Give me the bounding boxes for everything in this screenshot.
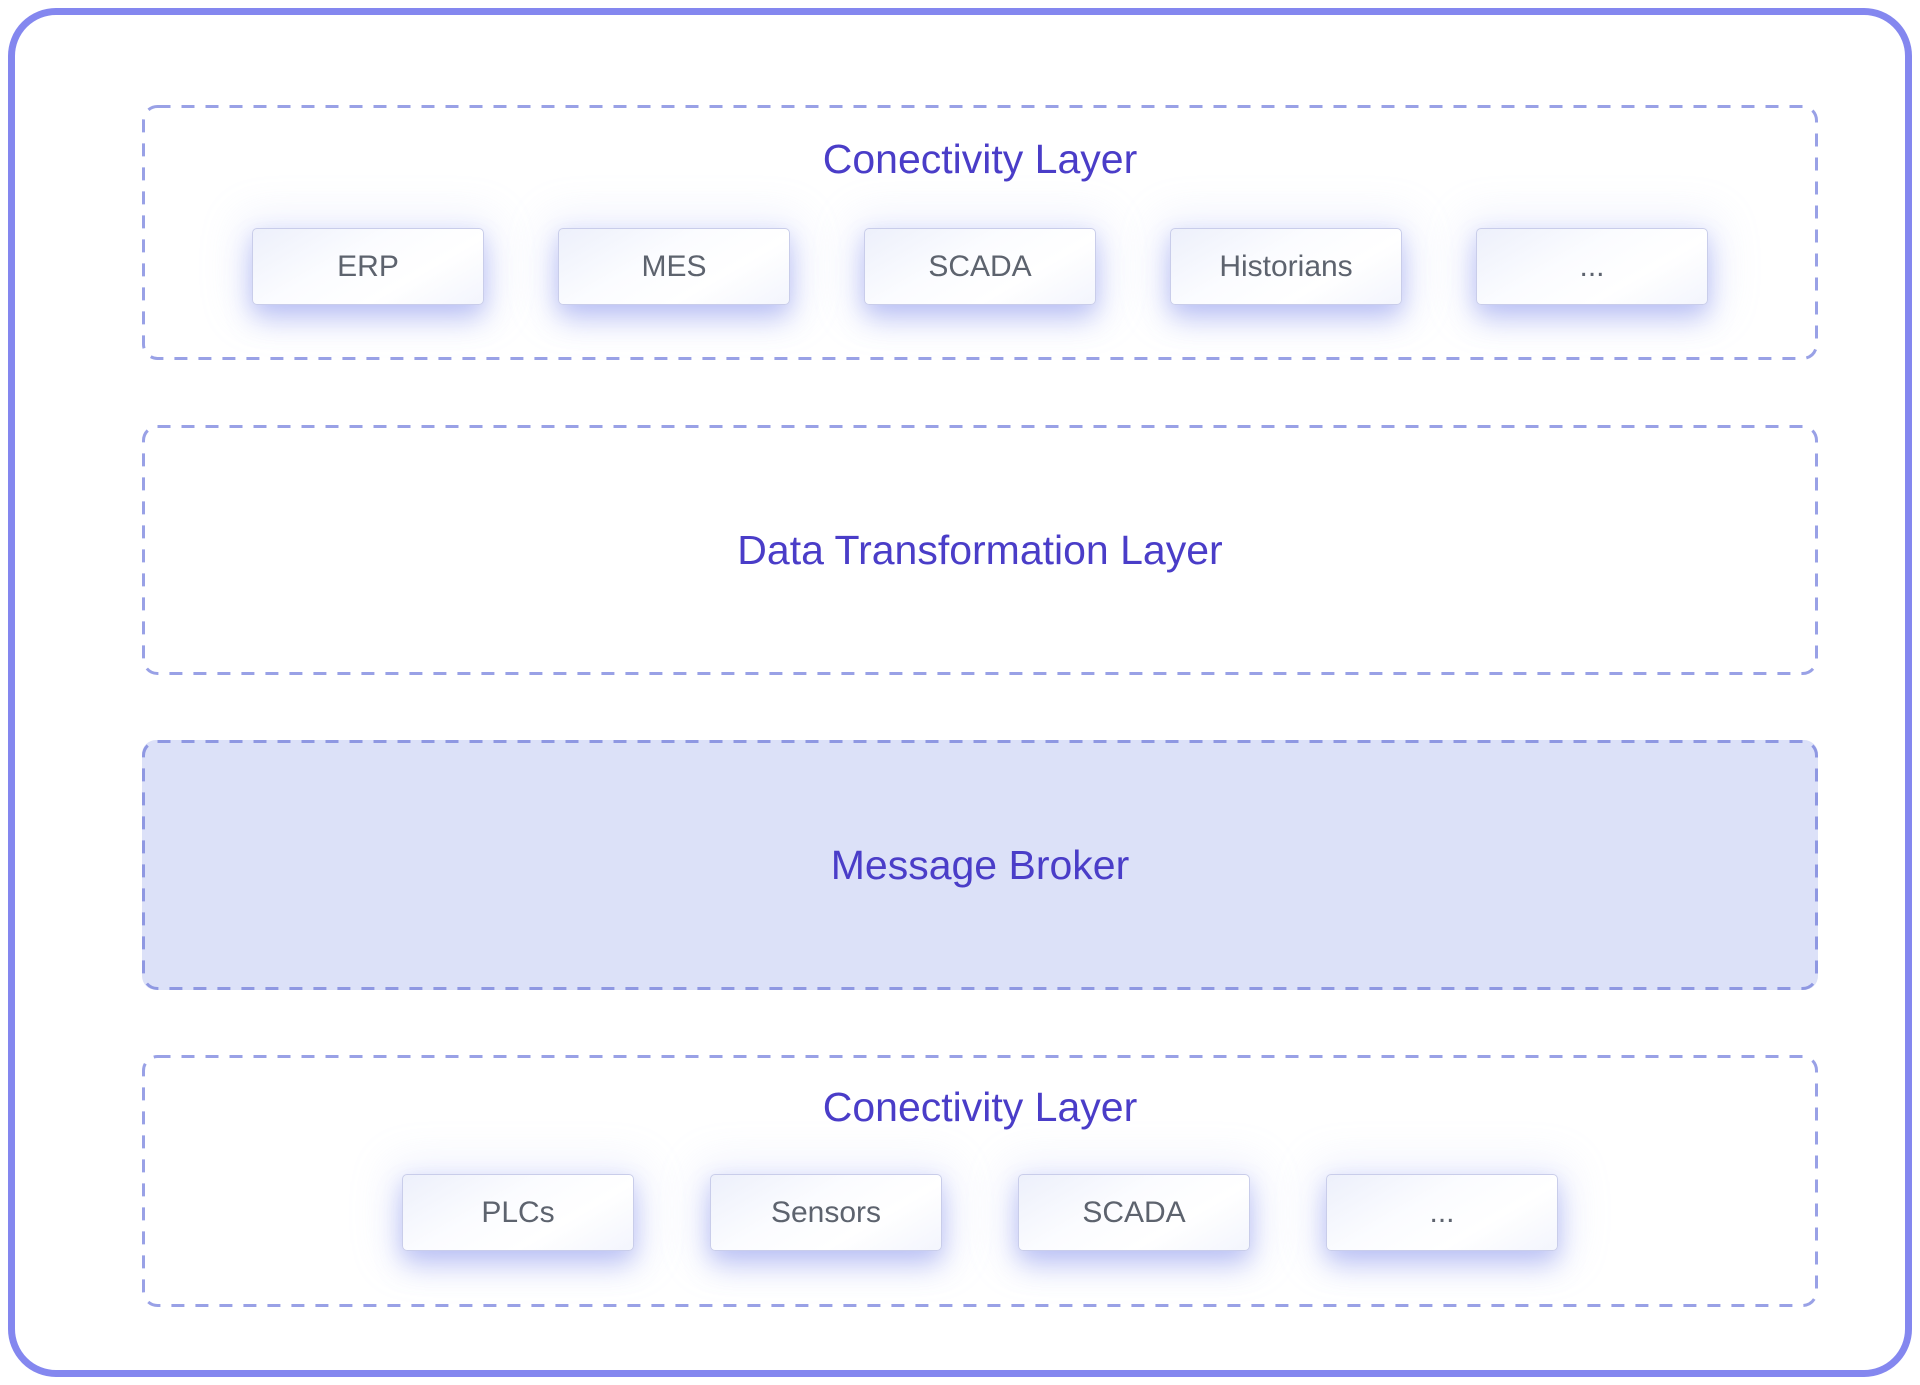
layer-title: Message Broker: [830, 841, 1130, 888]
node-scada-top: SCADA: [864, 228, 1096, 305]
connectivity-layer-bottom-section: Conectivity Layer PLCs Sensors SCADA ...: [142, 1055, 1818, 1307]
node-label: Sensors: [770, 1195, 882, 1229]
node-historians: Historians: [1170, 228, 1402, 305]
node-label: ...: [1429, 1195, 1455, 1229]
node-label: PLCs: [481, 1195, 555, 1229]
node-ellipsis-top: ...: [1476, 228, 1708, 305]
node-erp: ERP: [252, 228, 484, 305]
node-label: SCADA: [928, 249, 1032, 283]
node-scada-bottom: SCADA: [1018, 1174, 1250, 1251]
layer-title: Conectivity Layer: [822, 136, 1138, 182]
node-label: MES: [641, 249, 707, 283]
node-label: ERP: [337, 249, 399, 283]
node-row: PLCs Sensors SCADA ...: [402, 1174, 1558, 1251]
node-row: ERP MES SCADA Historians ...: [252, 228, 1708, 305]
node-mes: MES: [558, 228, 790, 305]
message-broker-section: Message Broker: [142, 740, 1818, 990]
node-label: SCADA: [1082, 1195, 1186, 1229]
layer-title: Conectivity Layer: [822, 1084, 1138, 1130]
node-sensors: Sensors: [710, 1174, 942, 1251]
node-label: ...: [1579, 249, 1605, 283]
node-ellipsis-bottom: ...: [1326, 1174, 1558, 1251]
diagram-canvas: Conectivity Layer ERP MES SCADA Historia…: [8, 8, 1912, 1377]
layer-title: Data Transformation Layer: [737, 526, 1223, 573]
node-plcs: PLCs: [402, 1174, 634, 1251]
node-label: Historians: [1219, 249, 1353, 283]
connectivity-layer-top-section: Conectivity Layer ERP MES SCADA Historia…: [142, 105, 1818, 360]
data-transformation-layer-section: Data Transformation Layer: [142, 425, 1818, 675]
